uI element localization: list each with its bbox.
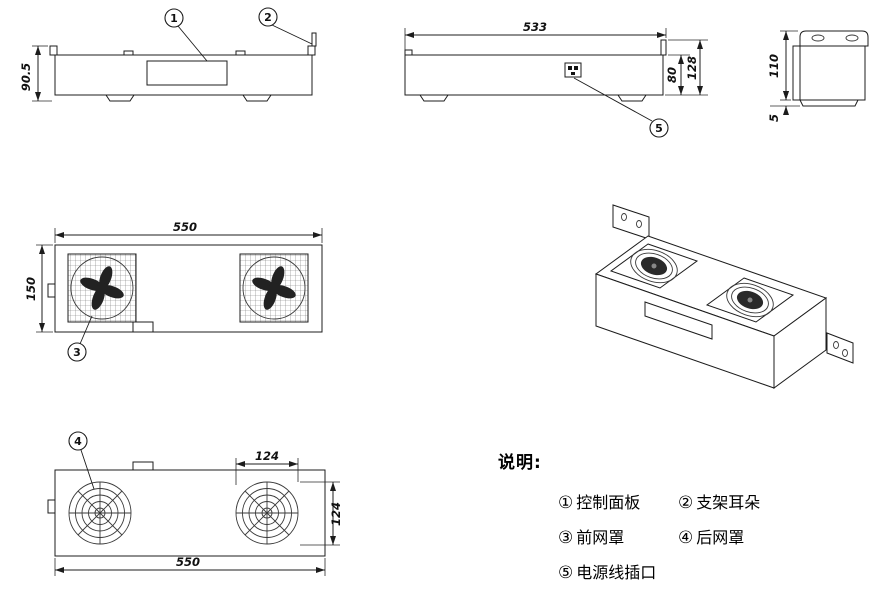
callout-5-circle bbox=[649, 118, 669, 138]
iso-left-ear bbox=[612, 204, 650, 240]
dim-top-width: 550 bbox=[173, 220, 197, 234]
dim-side-foot: 5 bbox=[767, 114, 781, 122]
side-dim-foot: 5 bbox=[767, 91, 800, 122]
legend-label-control-panel: 控制面板 bbox=[576, 493, 641, 512]
callout-1-circle bbox=[164, 8, 184, 28]
dim-rear-total-height: 128 bbox=[685, 56, 699, 80]
top-view: 550 150 3 bbox=[24, 220, 323, 362]
dim-rear-width: 533 bbox=[523, 20, 547, 34]
callout-5-number: 5 bbox=[655, 122, 663, 135]
callout-2-circle bbox=[258, 7, 278, 27]
top-fan-grille-left bbox=[67, 253, 137, 323]
front-view: 90.5 1 2 bbox=[19, 7, 317, 102]
callout-4: 4 bbox=[68, 431, 95, 490]
dim-side-height: 110 bbox=[767, 54, 781, 78]
legend-label-power-socket: 电源线插口 bbox=[576, 563, 657, 582]
callout-3-glyph: ③ bbox=[558, 528, 574, 548]
rear-dim-total-height: 128 bbox=[668, 39, 708, 95]
iso-fan-left bbox=[609, 243, 699, 289]
side-foot bbox=[799, 99, 859, 107]
callout-2-number: 2 bbox=[264, 11, 272, 24]
callout-3-circle bbox=[67, 342, 87, 362]
front-foot-left bbox=[105, 94, 135, 102]
bottom-view: 124 124 550 4 bbox=[47, 431, 343, 576]
rear-dim-body-height: 80 bbox=[665, 54, 708, 96]
top-dim-width: 550 bbox=[54, 220, 323, 243]
callout-4-circle bbox=[68, 431, 88, 451]
callout-5-glyph: ⑤ bbox=[558, 563, 574, 583]
dim-rear-body-height: 80 bbox=[665, 67, 679, 83]
front-foot-right bbox=[242, 94, 272, 102]
iso-right-ear bbox=[826, 332, 854, 364]
dim-front-height: 90.5 bbox=[19, 63, 33, 91]
callout-1: 1 bbox=[164, 8, 208, 62]
iso-control-panel bbox=[644, 301, 713, 340]
dim-top-depth: 150 bbox=[24, 277, 38, 301]
callout-5: 5 bbox=[573, 77, 669, 138]
rear-dim-width: 533 bbox=[404, 20, 667, 50]
callout-4-glyph: ④ bbox=[678, 528, 694, 548]
callout-2-glyph: ② bbox=[678, 493, 694, 513]
front-left-ear bbox=[49, 45, 58, 56]
dim-fan-spacing-v: 124 bbox=[329, 502, 343, 526]
bottom-fan-guard-left bbox=[68, 481, 132, 545]
bottom-fan-guard-right bbox=[235, 481, 299, 545]
callout-2: 2 bbox=[258, 7, 313, 45]
bottom-dim-width: 550 bbox=[54, 555, 326, 576]
iso-right-face bbox=[773, 297, 827, 389]
bottom-dim-fan-height: 124 bbox=[300, 481, 343, 546]
rear-right-ear bbox=[660, 39, 667, 56]
top-dim-depth: 150 bbox=[24, 244, 53, 333]
dim-fan-spacing-h: 124 bbox=[255, 449, 279, 463]
side-dim-height: 110 bbox=[767, 30, 798, 101]
legend-label-bracket-ear: 支架耳朵 bbox=[696, 493, 761, 512]
side-view: 110 5 bbox=[767, 30, 869, 122]
front-right-ear bbox=[311, 32, 317, 47]
callout-3: 3 bbox=[67, 315, 93, 362]
legend-label-front-grille: 前网罩 bbox=[576, 528, 625, 547]
dim-bottom-width: 550 bbox=[176, 555, 200, 569]
bottom-dim-fan-width: 124 bbox=[235, 449, 299, 485]
callout-3-number: 3 bbox=[73, 346, 81, 359]
legend-label-rear-grille: 后网罩 bbox=[696, 528, 745, 547]
front-dim-height: 90.5 bbox=[19, 45, 52, 102]
rear-view: 533 80 128 5 bbox=[404, 20, 708, 138]
callout-4-number: 4 bbox=[74, 435, 82, 448]
callout-1-glyph: ① bbox=[558, 493, 574, 513]
top-fan-grille-right bbox=[239, 253, 309, 323]
legend-title: 说明: bbox=[498, 453, 542, 473]
iso-fan-right bbox=[705, 277, 795, 323]
callout-1-number: 1 bbox=[170, 12, 178, 25]
control-panel bbox=[146, 60, 228, 86]
isometric-view bbox=[594, 204, 854, 389]
